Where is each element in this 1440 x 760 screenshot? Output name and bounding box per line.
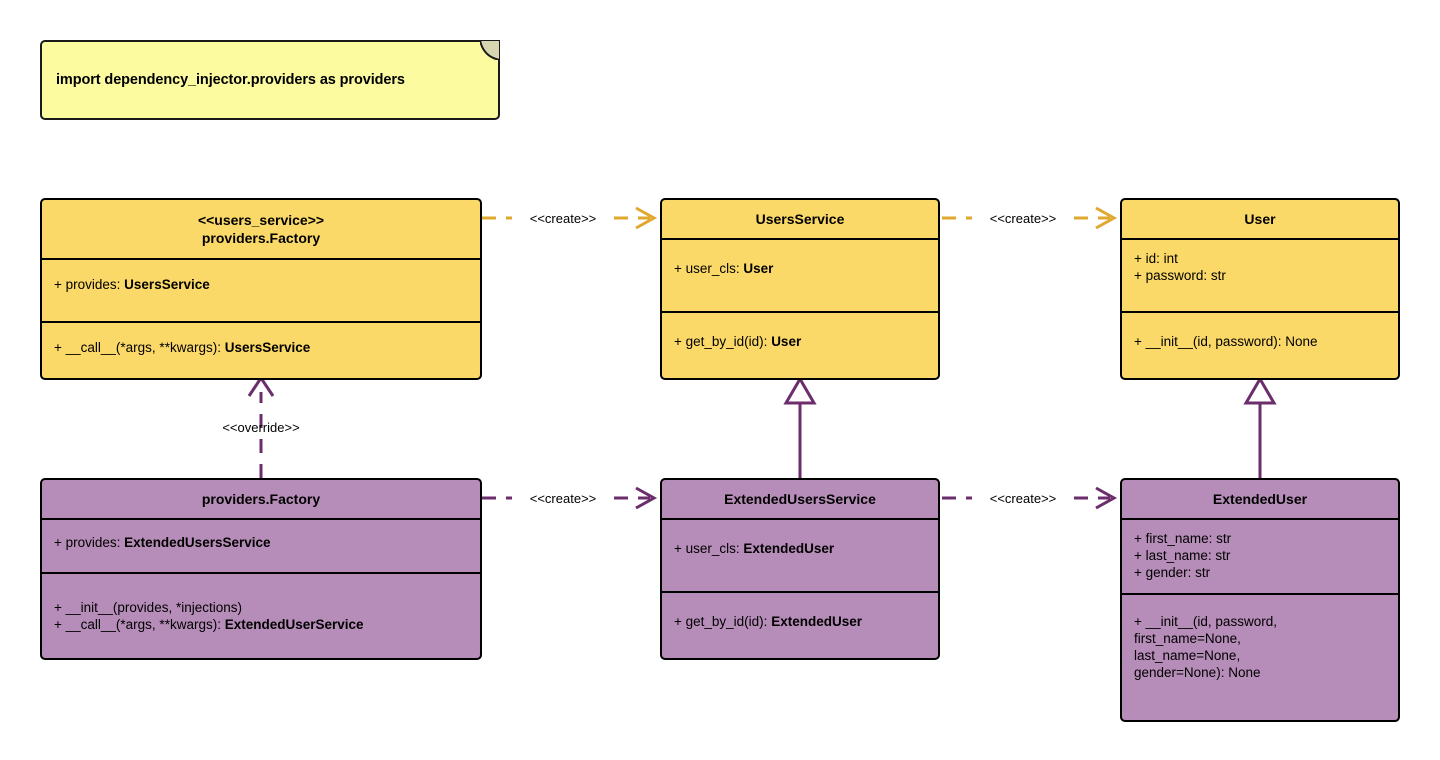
attribute-row: + last_name: str: [1134, 548, 1231, 563]
attribute-row: + provides: ExtendedUsersService: [54, 535, 271, 550]
class-title: User: [1244, 211, 1276, 227]
edge-create-usersservice-to-user: [942, 206, 1118, 230]
class-box-users-service-factory[interactable]: <<users_service>> providers.Factory + pr…: [40, 198, 482, 380]
edge-create-extendedservice-to-extendeduser: [942, 486, 1118, 510]
attribute-row: + gender: str: [1134, 565, 1211, 580]
class-title: ExtendedUser: [1212, 491, 1308, 507]
attribute-row: + password: str: [1134, 268, 1226, 283]
class-methods-extended-factory: + __init__(provides, *injections) + __ca…: [42, 572, 480, 658]
class-box-user[interactable]: User + id: int + password: str + __init_…: [1120, 198, 1400, 380]
edge-inherit-extendedservice-to-usersservice: [783, 376, 817, 478]
class-header-user: User: [1122, 200, 1398, 240]
hollow-triangle-arrowhead-icon: [783, 376, 817, 405]
class-methods-users-service-factory: + __call__(*args, **kwargs): UsersServic…: [42, 321, 480, 378]
class-header-users-service-factory: <<users_service>> providers.Factory: [42, 200, 480, 260]
class-title: ExtendedUsersService: [724, 491, 876, 507]
class-box-users-service[interactable]: UsersService + user_cls: User + get_by_i…: [660, 198, 940, 380]
method-row: + __init__(id, password, first_name=None…: [1134, 614, 1277, 680]
class-attributes-users-service-factory: + provides: UsersService: [42, 260, 480, 321]
open-arrowhead-icon: [635, 486, 658, 510]
method-row: + __init__(provides, *injections): [54, 600, 242, 615]
class-header-extended-factory: providers.Factory: [42, 480, 480, 520]
class-box-extended-user[interactable]: ExtendedUser + first_name: str + last_na…: [1120, 478, 1400, 722]
method-row: + __call__(*args, **kwargs): UsersServic…: [54, 340, 311, 355]
class-methods-user: + __init__(id, password): None: [1122, 311, 1398, 378]
hollow-triangle-arrowhead-icon: [1243, 376, 1277, 405]
open-arrowhead-icon: [635, 206, 658, 230]
attribute-row: + first_name: str: [1134, 531, 1232, 546]
edge-label-create-bottom2: <<create>>: [989, 491, 1057, 506]
class-methods-extended-users-service: + get_by_id(id): ExtendedUser: [662, 591, 938, 658]
attribute-row: + user_cls: ExtendedUser: [674, 541, 835, 556]
class-attributes-extended-user: + first_name: str + last_name: str + gen…: [1122, 520, 1398, 593]
class-box-extended-users-service[interactable]: ExtendedUsersService + user_cls: Extende…: [660, 478, 940, 660]
edge-label-create-bottom: <<create>>: [529, 491, 597, 506]
class-header-users-service: UsersService: [662, 200, 938, 240]
class-stereotype: <<users_service>>: [197, 212, 325, 228]
note-fold-corner-icon: [480, 40, 500, 60]
class-title: UsersService: [755, 211, 845, 227]
attribute-row: + provides: UsersService: [54, 277, 210, 292]
method-row: + get_by_id(id): ExtendedUser: [674, 614, 862, 629]
edge-label-create-top: <<create>>: [529, 211, 597, 226]
edge-label-override: <<override>>: [222, 420, 300, 435]
class-header-extended-user: ExtendedUser: [1122, 480, 1398, 520]
edge-create-extendedfactory-to-extendedservice: [482, 486, 658, 510]
class-box-extended-factory[interactable]: providers.Factory + provides: ExtendedUs…: [40, 478, 482, 660]
class-title: providers.Factory: [201, 230, 321, 246]
class-methods-users-service: + get_by_id(id): User: [662, 311, 938, 378]
class-attributes-extended-users-service: + user_cls: ExtendedUser: [662, 520, 938, 591]
class-header-extended-users-service: ExtendedUsersService: [662, 480, 938, 520]
open-arrowhead-icon: [1095, 486, 1118, 510]
attribute-row: + user_cls: User: [674, 261, 774, 276]
class-methods-extended-user: + __init__(id, password, first_name=None…: [1122, 593, 1398, 720]
edge-create-factory-to-usersservice: [482, 206, 658, 230]
attribute-row: + id: int: [1134, 251, 1178, 266]
import-note: import dependency_injector.providers as …: [40, 40, 500, 120]
class-title: providers.Factory: [201, 491, 321, 507]
class-attributes-extended-factory: + provides: ExtendedUsersService: [42, 520, 480, 572]
edge-inherit-extendeduser-to-user: [1243, 376, 1277, 478]
import-note-text: import dependency_injector.providers as …: [56, 72, 405, 88]
method-row: + __call__(*args, **kwargs): ExtendedUse…: [54, 617, 364, 632]
edge-label-create-top2: <<create>>: [989, 211, 1057, 226]
class-attributes-users-service: + user_cls: User: [662, 240, 938, 311]
method-row: + get_by_id(id): User: [674, 334, 802, 349]
method-row: + __init__(id, password): None: [1134, 334, 1318, 349]
class-attributes-user: + id: int + password: str: [1122, 240, 1398, 311]
open-arrowhead-icon: [1095, 206, 1118, 230]
